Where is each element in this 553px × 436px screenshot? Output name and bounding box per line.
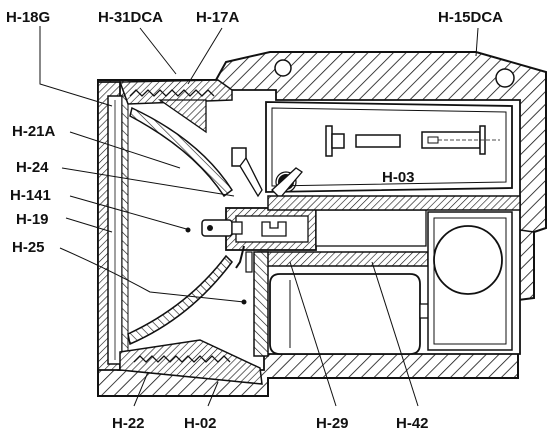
- head-thread-top: [118, 79, 233, 105]
- bulb-body: [201, 219, 233, 237]
- reflector: [127, 99, 234, 346]
- leader-line-h29: [289, 261, 337, 407]
- label-h19: H-19: [16, 211, 49, 228]
- bulb-base: [231, 221, 243, 235]
- housing-step: [519, 229, 535, 233]
- leader-line-h22: [133, 371, 149, 407]
- label-h42: H-42: [396, 415, 429, 432]
- label-h24: H-24: [16, 159, 49, 176]
- label-h22: H-22: [112, 415, 145, 432]
- leader-line-h15dca: [475, 27, 479, 57]
- switch-roller-ring: [275, 171, 297, 193]
- battery-strap: [257, 251, 429, 267]
- label-h25: H-25: [12, 239, 45, 256]
- switch-linkage-arm: [239, 156, 263, 198]
- leader-line-h02: [207, 381, 219, 407]
- leader-line-h19: [65, 217, 113, 233]
- battery-cell-right-end: [433, 225, 503, 295]
- front-bezel: [97, 81, 129, 371]
- leader-line-h24: [61, 167, 235, 197]
- part-labels: H-18G H-31DCA H-17A H-15DCA H-21A H-24 H…: [6, 9, 503, 432]
- head-thread-bottom: [119, 339, 263, 385]
- mounting-hole: [495, 68, 515, 88]
- inner-divider-wall: [267, 195, 521, 211]
- thread-ring-bottom: [119, 339, 263, 385]
- socket-contacts: [261, 221, 287, 237]
- leader-lines: [39, 26, 479, 407]
- leader-dot-h141: [185, 227, 191, 233]
- leader-line-h42: [371, 261, 419, 407]
- mounting-hole: [274, 59, 292, 77]
- lamp-assembly: [201, 147, 317, 273]
- battery-bracket: [253, 251, 269, 357]
- reflector-lower: [127, 254, 233, 346]
- switch-contact-bar: [355, 134, 401, 148]
- battery-strap-top: [315, 209, 427, 247]
- leader-line-h31dca: [139, 27, 177, 75]
- label-h02: H-02: [184, 415, 217, 432]
- switch-compartment: [265, 101, 513, 193]
- label-h21a: H-21A: [12, 123, 56, 140]
- leader-line-h21a: [69, 131, 181, 169]
- label-h03: H-03: [382, 169, 415, 186]
- contact-clip: [245, 251, 253, 273]
- thread-teeth-bottom: [133, 355, 231, 363]
- lens-gasket: [121, 95, 129, 365]
- reflector-wedge: [157, 99, 207, 134]
- leader-line-h18g: [39, 26, 113, 107]
- battery-section: [253, 195, 521, 357]
- label-h15dca: H-15DCA: [438, 9, 503, 26]
- label-h17a: H-17A: [196, 9, 240, 26]
- reflector-upper: [129, 106, 234, 198]
- leader-line-h25: [59, 247, 245, 303]
- label-h29: H-29: [316, 415, 349, 432]
- thread-ring-top: [118, 79, 233, 105]
- switch-slot: [427, 136, 439, 144]
- switch-pin-head: [331, 133, 345, 149]
- contact-wire: [235, 245, 245, 269]
- thread-teeth-top: [129, 89, 215, 97]
- leader-dot-h25: [241, 299, 247, 305]
- label-h18g: H-18G: [6, 9, 50, 26]
- label-h31dca: H-31DCA: [98, 9, 163, 26]
- bulb-filament: [207, 225, 213, 231]
- switch-pin: [325, 125, 333, 157]
- leader-line-h141: [69, 195, 191, 231]
- leader-line-h17a: [187, 27, 223, 85]
- label-h141: H-141: [10, 187, 51, 204]
